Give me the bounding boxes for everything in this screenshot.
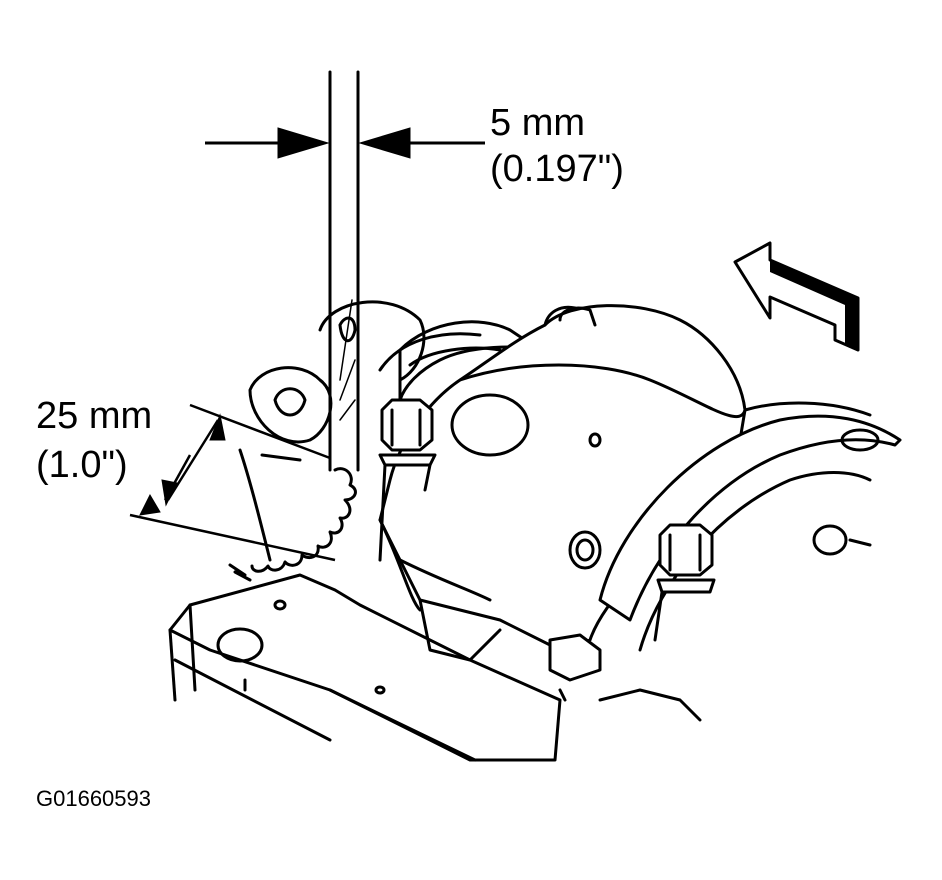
length-inch-label: (1.0") [36,444,128,486]
direction-arrow-icon [733,241,860,352]
length-mm-label: 25 mm [36,395,153,437]
gauge-strip [328,70,360,472]
bolt-small [548,633,602,682]
length-dimension-lines [129,403,336,562]
bolt-left [378,398,437,562]
gap-mm-label: 5 mm [490,102,585,144]
bolt-right [653,523,716,642]
figure-reference: G01660593 [36,786,151,811]
gap-dimension-arrows [205,127,485,159]
block-base-plate [168,573,567,762]
gap-inch-label: (0.197") [490,148,624,190]
front-curved-cap [568,401,902,722]
sealant-bead [228,467,357,582]
